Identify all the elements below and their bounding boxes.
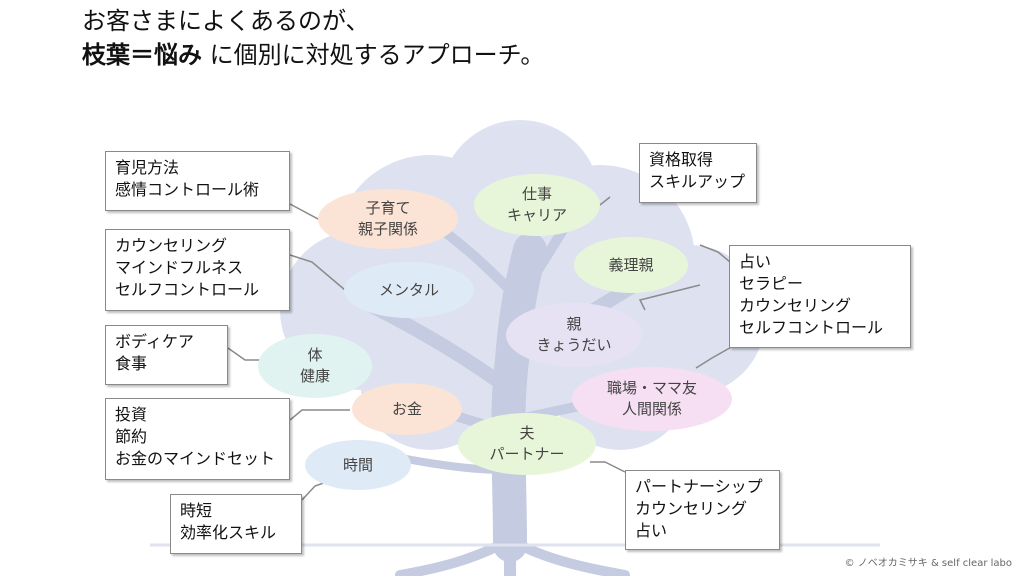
- copyright-text: © ノベオカミサキ & self clear labo: [844, 558, 1012, 569]
- leaf-okane: お金: [352, 383, 462, 435]
- leaf-kosodate-line-1: 子育て: [365, 199, 411, 217]
- note-jitan-line-1: 時短: [180, 501, 213, 520]
- leaf-giri-text: 義理親: [608, 255, 653, 276]
- leaf-karada-line-1: 体: [307, 346, 323, 364]
- leaf-kosodate-line-2: 親子関係: [357, 220, 418, 238]
- note-body: ボディケア 食事: [105, 325, 228, 385]
- tree-roots: [395, 539, 630, 576]
- note-shikaku-line-1: 資格取得: [649, 150, 714, 169]
- leaf-karada: 体健康: [258, 334, 372, 398]
- note-shikaku: 資格取得 スキルアップ: [639, 143, 757, 203]
- leaf-shin-line-1: 親: [566, 315, 582, 333]
- leaf-mental: メンタル: [344, 262, 474, 318]
- leaf-mental-line-1: メンタル: [378, 280, 439, 299]
- leaf-shokuba-line-1: 職場・ママ友: [606, 379, 697, 397]
- title-line-1: お客さまによくあるのが、: [82, 7, 370, 35]
- leaf-shin-text: 親きょうだい: [536, 314, 611, 356]
- title-line-2: 枝葉＝悩み に個別に対処するアプローチ。: [82, 38, 544, 72]
- leaf-shin-line-2: きょうだい: [536, 336, 612, 354]
- leaf-okane-line-1: お金: [391, 399, 422, 418]
- note-partner: パートナーシップ カウンセリング 占い: [625, 470, 780, 550]
- note-toushi-line-3: お金のマインドセット: [115, 449, 276, 468]
- note-ikuji-line-2: 感情コントロール術: [115, 180, 260, 199]
- leaf-shigoto-line-1: 仕事: [521, 185, 552, 203]
- note-toushi: 投資 節約 お金のマインドセット: [105, 398, 290, 480]
- note-counsel-line-1: カウンセリング: [115, 236, 228, 255]
- leaf-giri-line-1: 義理親: [608, 255, 654, 274]
- leaf-kosodate: 子育て親子関係: [318, 189, 458, 249]
- leaf-otto-line-1: 夫: [519, 424, 535, 442]
- leaf-jikan: 時間: [305, 440, 411, 490]
- leaf-jikan-line-1: 時間: [342, 455, 373, 474]
- leaf-mental-text: メンタル: [379, 280, 439, 301]
- title-rest: に個別に対処するアプローチ。: [202, 41, 545, 69]
- note-partner-line-2: カウンセリング: [635, 499, 748, 518]
- leaf-shokuba: 職場・ママ友人間関係: [572, 367, 732, 431]
- leaf-otto: 夫パートナー: [458, 413, 596, 475]
- slide-title: お客さまによくあるのが、 枝葉＝悩み に個別に対処するアプローチ。: [82, 4, 544, 72]
- note-uranai-line-3: カウンセリング: [739, 296, 852, 315]
- note-toushi-line-1: 投資: [115, 405, 148, 424]
- note-body-line-1: ボディケア: [115, 332, 194, 351]
- note-counsel-line-3: セルフコントロール: [115, 280, 260, 299]
- leaf-shokuba-text: 職場・ママ友人間関係: [607, 378, 697, 420]
- title-emphasis: 枝葉＝悩み: [82, 41, 202, 69]
- note-ikuji-line-1: 育児方法: [115, 158, 180, 177]
- note-counsel-line-2: マインドフルネス: [115, 258, 244, 277]
- note-shikaku-line-2: スキルアップ: [649, 172, 746, 191]
- leaf-okane-text: お金: [392, 399, 422, 420]
- note-uranai: 占い セラピー カウンセリング セルフコントロール: [729, 245, 911, 348]
- leaf-karada-line-2: 健康: [299, 367, 330, 385]
- note-body-line-2: 食事: [115, 354, 148, 373]
- note-ikuji: 育児方法 感情コントロール術: [105, 151, 290, 211]
- leaf-shin: 親きょうだい: [506, 303, 642, 367]
- leaf-shigoto-text: 仕事キャリア: [507, 184, 567, 226]
- note-partner-line-1: パートナーシップ: [635, 477, 763, 496]
- note-uranai-line-1: 占い: [739, 252, 772, 271]
- note-partner-line-3: 占い: [635, 521, 668, 540]
- leaf-giri: 義理親: [574, 237, 688, 293]
- note-uranai-line-2: セラピー: [739, 274, 804, 293]
- note-jitan-line-2: 効率化スキル: [180, 523, 277, 542]
- leaf-shokuba-line-2: 人間関係: [621, 400, 682, 418]
- note-toushi-line-2: 節約: [115, 427, 148, 446]
- leaf-shigoto: 仕事キャリア: [474, 174, 600, 236]
- leaf-kosodate-text: 子育て親子関係: [358, 198, 418, 240]
- leaf-otto-line-2: パートナー: [489, 445, 565, 463]
- note-counsel: カウンセリング マインドフルネス セルフコントロール: [105, 229, 290, 311]
- leaf-shigoto-line-2: キャリア: [506, 206, 567, 224]
- note-jitan: 時短 効率化スキル: [170, 494, 302, 554]
- note-uranai-line-4: セルフコントロール: [739, 318, 884, 337]
- leaf-jikan-text: 時間: [343, 455, 373, 476]
- leaf-karada-text: 体健康: [300, 345, 330, 387]
- leaf-otto-text: 夫パートナー: [489, 423, 564, 465]
